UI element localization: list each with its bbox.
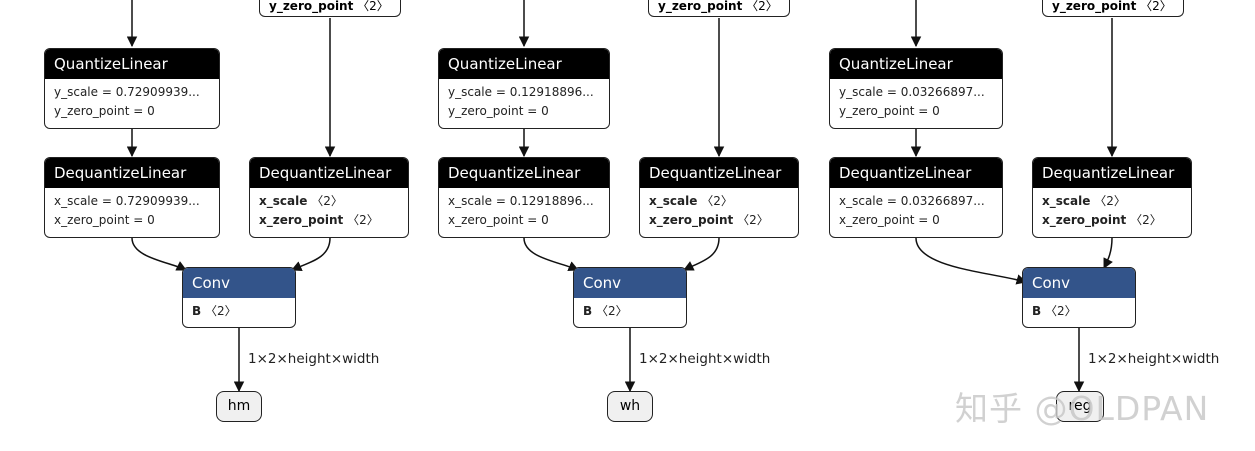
x-scale-attr: x_scale = 0.03266897... bbox=[839, 194, 985, 208]
stub-shape: 〈2〉 bbox=[1140, 0, 1172, 13]
initializer-stub[interactable]: y_zero_point 〈2〉 bbox=[259, 0, 401, 17]
edge-dequantize-left-to-conv-1 bbox=[131, 237, 187, 271]
x-zero-point-attr: x_zero_point = 0 bbox=[54, 213, 155, 227]
x-scale-shape: 〈2〉 bbox=[311, 194, 343, 208]
quantize-linear-node[interactable]: QuantizeLinear y_scale = 0.03266897... y… bbox=[829, 48, 1003, 129]
x-zero-point-input: x_zero_point bbox=[259, 213, 344, 227]
initializer-stub[interactable]: y_zero_point 〈2〉 bbox=[648, 0, 790, 17]
node-title: QuantizeLinear bbox=[45, 49, 219, 79]
x-zero-point-shape: 〈2〉 bbox=[737, 213, 769, 227]
x-scale-input: x_scale bbox=[649, 194, 698, 208]
dequantize-linear-node[interactable]: DequantizeLinear x_scale 〈2〉 x_zero_poin… bbox=[639, 157, 799, 238]
x-scale-input: x_scale bbox=[259, 194, 308, 208]
edge-dequantize-right-to-conv-2 bbox=[683, 237, 720, 271]
y-scale-attr: y_scale = 0.72909939... bbox=[54, 85, 200, 99]
stub-shape: 〈2〉 bbox=[357, 0, 389, 13]
node-title: DequantizeLinear bbox=[830, 158, 1002, 188]
conv-node[interactable]: Conv B 〈2〉 bbox=[573, 267, 687, 328]
y-zero-point-attr: y_zero_point = 0 bbox=[54, 104, 155, 118]
x-zero-point-attr: x_zero_point = 0 bbox=[448, 213, 549, 227]
x-zero-point-input: x_zero_point bbox=[649, 213, 734, 227]
x-scale-attr: x_scale = 0.12918896... bbox=[448, 194, 594, 208]
stub-name: y_zero_point bbox=[658, 0, 743, 13]
bias-input: B bbox=[583, 304, 593, 318]
y-scale-attr: y_scale = 0.12918896... bbox=[448, 85, 594, 99]
x-scale-input: x_scale bbox=[1042, 194, 1091, 208]
output-node-hm[interactable]: hm bbox=[216, 391, 262, 422]
bias-shape: 〈2〉 bbox=[204, 304, 237, 318]
y-zero-point-attr: y_zero_point = 0 bbox=[448, 104, 549, 118]
dequantize-linear-node[interactable]: DequantizeLinear x_scale 〈2〉 x_zero_poin… bbox=[1032, 157, 1192, 238]
x-scale-attr: x_scale = 0.72909939... bbox=[54, 194, 200, 208]
dequantize-linear-node[interactable]: DequantizeLinear x_scale = 0.03266897...… bbox=[829, 157, 1003, 238]
conv-node[interactable]: Conv B 〈2〉 bbox=[182, 267, 296, 328]
node-title: QuantizeLinear bbox=[830, 49, 1002, 79]
node-title: QuantizeLinear bbox=[439, 49, 609, 79]
node-title: Conv bbox=[1023, 268, 1135, 298]
y-scale-attr: y_scale = 0.03266897... bbox=[839, 85, 985, 99]
initializer-stub[interactable]: y_zero_point 〈2〉 bbox=[1042, 0, 1184, 17]
output-node-wh[interactable]: wh bbox=[607, 391, 653, 422]
x-zero-point-input: x_zero_point bbox=[1042, 213, 1127, 227]
edge-dequantize-left-to-conv-2 bbox=[523, 237, 579, 271]
edge-dequantize-left-to-conv-3 bbox=[915, 237, 1028, 285]
x-zero-point-attr: x_zero_point = 0 bbox=[839, 213, 940, 227]
stub-shape: 〈2〉 bbox=[746, 0, 778, 13]
node-title: Conv bbox=[183, 268, 295, 298]
y-zero-point-attr: y_zero_point = 0 bbox=[839, 104, 940, 118]
x-scale-shape: 〈2〉 bbox=[701, 194, 733, 208]
dequantize-linear-node[interactable]: DequantizeLinear x_scale 〈2〉 x_zero_poin… bbox=[249, 157, 409, 238]
node-title: DequantizeLinear bbox=[250, 158, 408, 188]
stub-name: y_zero_point bbox=[269, 0, 354, 13]
bias-input: B bbox=[1032, 304, 1042, 318]
edge-shape-label: 1×2×height×width bbox=[1088, 351, 1220, 367]
x-zero-point-shape: 〈2〉 bbox=[347, 213, 379, 227]
edge-dequantize-right-to-conv-1 bbox=[291, 237, 331, 271]
bias-input: B bbox=[192, 304, 202, 318]
node-title: DequantizeLinear bbox=[640, 158, 798, 188]
watermark: 知乎 @OLDPAN bbox=[955, 389, 1210, 428]
node-title: DequantizeLinear bbox=[1033, 158, 1191, 188]
dequantize-linear-node[interactable]: DequantizeLinear x_scale = 0.72909939...… bbox=[44, 157, 220, 238]
edge-shape-label: 1×2×height×width bbox=[639, 351, 771, 367]
bias-shape: 〈2〉 bbox=[1044, 304, 1077, 318]
stub-name: y_zero_point bbox=[1052, 0, 1137, 13]
output-node-reg[interactable]: reg bbox=[1056, 391, 1104, 422]
dequantize-linear-node[interactable]: DequantizeLinear x_scale = 0.12918896...… bbox=[438, 157, 610, 238]
edge-shape-label: 1×2×height×width bbox=[248, 351, 380, 367]
node-title: Conv bbox=[574, 268, 686, 298]
node-title: DequantizeLinear bbox=[439, 158, 609, 188]
x-zero-point-shape: 〈2〉 bbox=[1130, 213, 1162, 227]
bias-shape: 〈2〉 bbox=[595, 304, 628, 318]
node-title: DequantizeLinear bbox=[45, 158, 219, 188]
quantize-linear-node[interactable]: QuantizeLinear y_scale = 0.12918896... y… bbox=[438, 48, 610, 129]
quantize-linear-node[interactable]: QuantizeLinear y_scale = 0.72909939... y… bbox=[44, 48, 220, 129]
x-scale-shape: 〈2〉 bbox=[1094, 194, 1126, 208]
conv-node[interactable]: Conv B 〈2〉 bbox=[1022, 267, 1136, 328]
edge-dequantize-right-to-conv-3 bbox=[1103, 237, 1113, 269]
